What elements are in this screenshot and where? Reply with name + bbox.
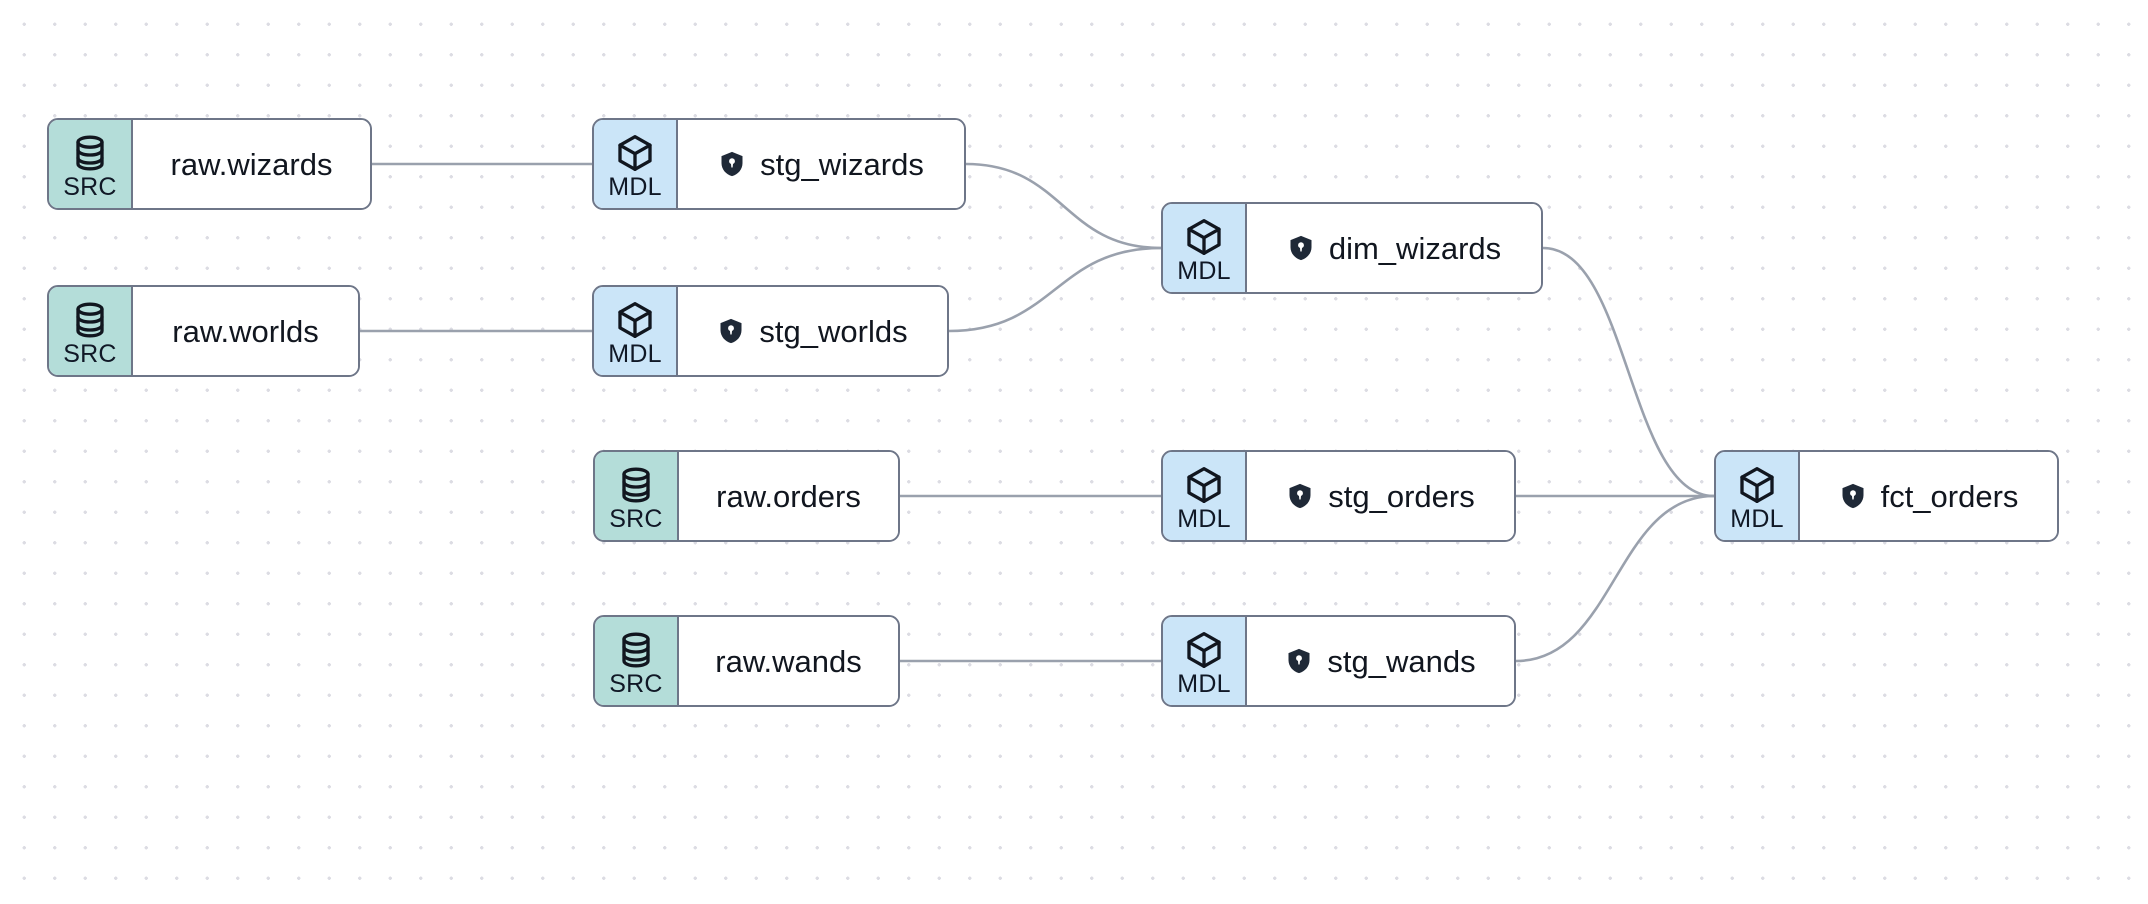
node-type-label: SRC — [63, 172, 117, 201]
node-title: stg_orders — [1328, 478, 1475, 514]
node-title: dim_wizards — [1328, 230, 1502, 266]
node-title: raw.wizards — [170, 146, 333, 182]
node-stg_orders[interactable]: MDL stg_orders — [1161, 450, 1516, 542]
node-body: stg_worlds — [678, 287, 947, 375]
node-stg_worlds[interactable]: MDL stg_worlds — [592, 285, 949, 377]
node-title: raw.worlds — [172, 313, 319, 349]
cube-icon — [1740, 466, 1774, 503]
node-stg_wizards[interactable]: MDL stg_wizards — [592, 118, 966, 210]
database-icon — [76, 135, 104, 170]
node-body: raw.wands — [679, 617, 898, 705]
node-title: raw.orders — [716, 478, 861, 514]
node-title: stg_worlds — [759, 313, 908, 349]
node-type-badge: SRC — [595, 452, 679, 540]
node-body: stg_wands — [1247, 617, 1514, 705]
cube-icon — [618, 301, 652, 338]
cube-icon — [1187, 218, 1221, 255]
node-type-badge: MDL — [594, 287, 678, 375]
cube-icon — [1187, 466, 1221, 503]
node-type-label: SRC — [63, 339, 117, 368]
node-raw_worlds[interactable]: SRC raw.worlds — [47, 285, 360, 377]
node-type-label: SRC — [609, 669, 663, 698]
node-body: stg_wizards — [678, 120, 964, 208]
node-body: dim_wizards — [1247, 204, 1541, 292]
shield-lock-icon — [1842, 483, 1864, 509]
node-fct_orders[interactable]: MDL fct_orders — [1714, 450, 2059, 542]
node-raw_orders[interactable]: SRC raw.orders — [593, 450, 900, 542]
node-type-badge: MDL — [594, 120, 678, 208]
node-body: stg_orders — [1247, 452, 1514, 540]
shield-lock-icon — [721, 151, 743, 177]
edge-stg_wizards-to-dim_wizards — [964, 162, 1163, 250]
node-title: stg_wizards — [760, 146, 924, 182]
cube-icon — [618, 134, 652, 171]
database-icon — [622, 467, 650, 502]
database-icon — [622, 632, 650, 667]
database-icon — [76, 302, 104, 337]
node-type-badge: MDL — [1163, 452, 1247, 540]
node-dim_wizards[interactable]: MDL dim_wizards — [1161, 202, 1543, 294]
edge-dim_wizards-to-fct_orders — [1541, 246, 1716, 498]
cube-icon — [1187, 631, 1221, 668]
node-type-label: MDL — [608, 339, 662, 368]
node-type-badge: SRC — [49, 287, 133, 375]
shield-lock-icon — [1289, 483, 1311, 509]
node-type-badge: SRC — [49, 120, 133, 208]
node-type-label: MDL — [1730, 504, 1784, 533]
node-body: raw.worlds — [133, 287, 358, 375]
node-title: fct_orders — [1880, 478, 2019, 514]
node-title: raw.wands — [715, 643, 862, 679]
node-raw_wizards[interactable]: SRC raw.wizards — [47, 118, 372, 210]
node-body: raw.wizards — [133, 120, 370, 208]
shield-lock-icon — [1290, 235, 1312, 261]
node-type-label: SRC — [609, 504, 663, 533]
node-body: fct_orders — [1800, 452, 2057, 540]
shield-lock-icon — [720, 318, 742, 344]
node-type-label: MDL — [1177, 504, 1231, 533]
node-body: raw.orders — [679, 452, 898, 540]
edge-stg_wands-to-fct_orders — [1514, 494, 1716, 663]
node-type-label: MDL — [1177, 256, 1231, 285]
node-type-badge: MDL — [1716, 452, 1800, 540]
node-type-label: MDL — [608, 172, 662, 201]
node-raw_wands[interactable]: SRC raw.wands — [593, 615, 900, 707]
node-title: stg_wands — [1327, 643, 1476, 679]
node-stg_wands[interactable]: MDL stg_wands — [1161, 615, 1516, 707]
node-type-label: MDL — [1177, 669, 1231, 698]
shield-lock-icon — [1288, 648, 1310, 674]
edge-stg_worlds-to-dim_wizards — [947, 246, 1163, 333]
node-type-badge: SRC — [595, 617, 679, 705]
node-type-badge: MDL — [1163, 204, 1247, 292]
node-type-badge: MDL — [1163, 617, 1247, 705]
